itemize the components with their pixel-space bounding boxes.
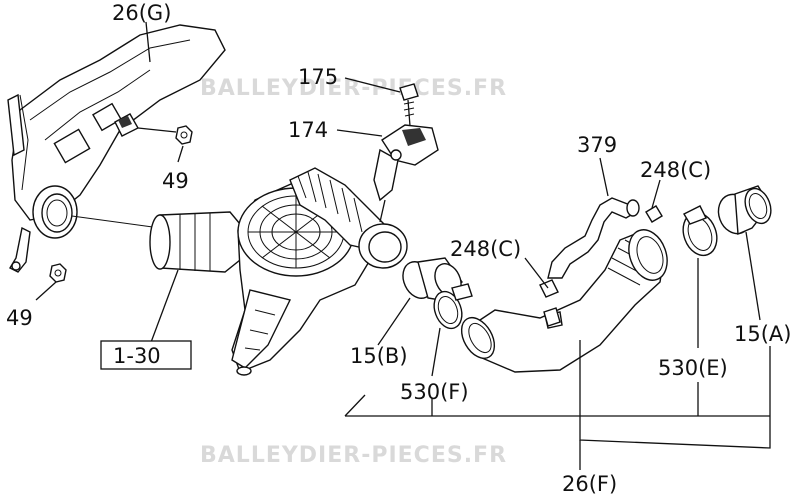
- alignment-line: [71, 215, 161, 229]
- label-26f: 26(F): [562, 472, 617, 495]
- part-hose-15b: [402, 257, 463, 301]
- part-nut-49-top: [175, 125, 193, 145]
- label-248c-mid: 248(C): [450, 237, 521, 261]
- part-clip-248c-top: [645, 205, 663, 223]
- part-air-cleaner: [149, 167, 408, 376]
- watermark-bottom: BALLEYDIER-PIECES.FR: [200, 443, 507, 468]
- part-bolt-175: [399, 83, 419, 127]
- part-hose-15a: [717, 185, 772, 236]
- part-intake-duct: [7, 24, 226, 273]
- part-sensor-174: [373, 124, 439, 223]
- part-clip-248c-mid: [543, 307, 561, 327]
- label-1-30: 1-30: [113, 344, 161, 368]
- label-530f: 530(F): [400, 380, 469, 404]
- label-175: 175: [298, 65, 338, 89]
- label-379: 379: [577, 133, 617, 157]
- part-clamp-530e: [682, 205, 718, 257]
- leader-lines: [35, 21, 771, 470]
- label-15b: 15(B): [350, 344, 408, 368]
- label-49-top: 49: [162, 169, 189, 193]
- label-248c-top: 248(C): [640, 158, 711, 182]
- part-nut-49-bottom: [49, 263, 67, 283]
- label-15a: 15(A): [734, 322, 791, 346]
- label-530e: 530(E): [658, 356, 728, 380]
- label-26g: 26(G): [112, 1, 171, 25]
- label-box-1-30: [100, 340, 192, 370]
- label-174: 174: [288, 118, 328, 142]
- label-49-bottom: 49: [6, 306, 33, 330]
- part-clamp-530f: [433, 283, 473, 330]
- part-hose-26f: [460, 229, 668, 373]
